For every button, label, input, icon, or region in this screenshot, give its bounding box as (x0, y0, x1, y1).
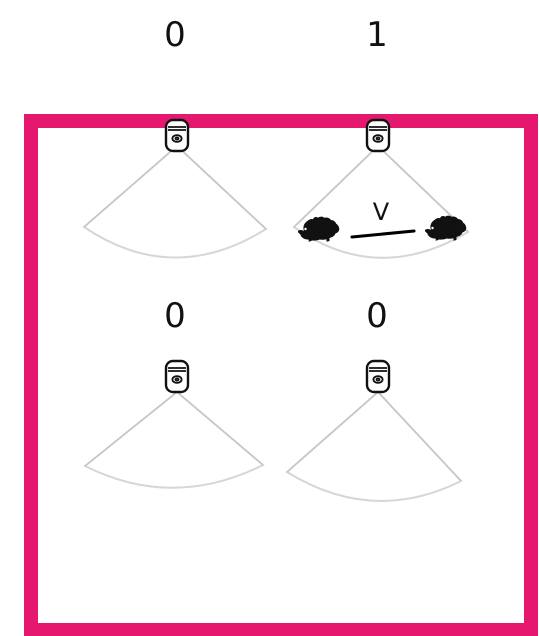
camera-count-top-right: 1 (366, 15, 388, 55)
camera-count-bottom-left: 0 (164, 296, 186, 336)
security-camera-icon (367, 361, 389, 392)
camera-bottom-left: 0 (85, 296, 263, 488)
security-camera-icon (367, 120, 389, 151)
security-camera-icon (166, 120, 188, 151)
camera-bottom-right: 0 (287, 296, 461, 501)
hedgehog-link-label: V (373, 198, 390, 226)
camera-count-top-left: 0 (164, 15, 186, 55)
camera-view-cone-bottom-left (85, 392, 263, 488)
monitor-frame (31, 121, 531, 630)
camera-top-left: 0 (84, 15, 266, 258)
camera-view-cone-top-left (84, 146, 266, 258)
camera-view-cone-bottom-right (287, 392, 461, 501)
camera-count-bottom-right: 0 (366, 296, 388, 336)
camera-top-right: 1 V (294, 15, 468, 258)
security-camera-icon (166, 361, 188, 392)
